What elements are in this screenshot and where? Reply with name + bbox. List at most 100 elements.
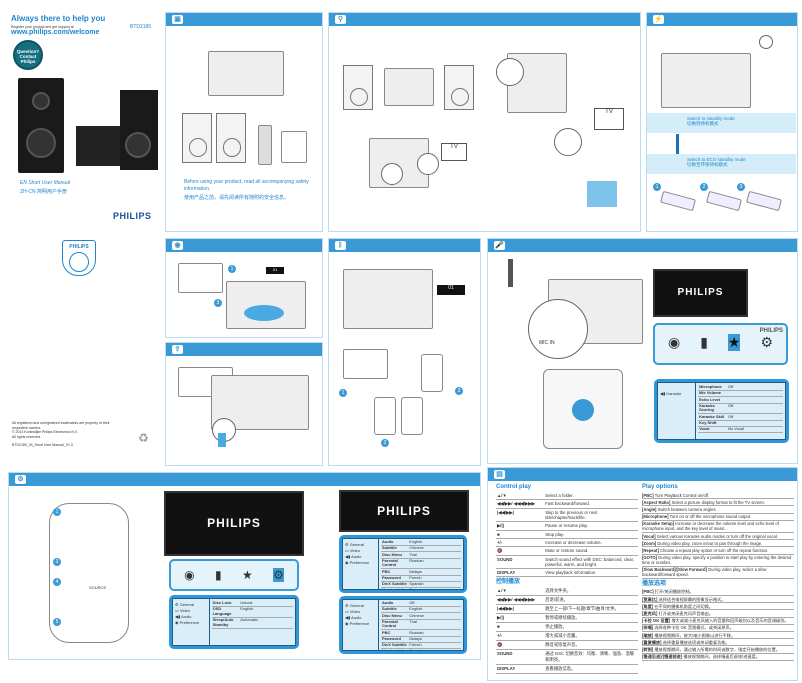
row-label: Password <box>381 636 409 643</box>
option-row: [Slow Backward]/[Slow Forward] During vi… <box>642 567 794 579</box>
option-label: [卡拉 OK 设置] <box>642 618 671 624</box>
setup-tab-preference[interactable]: ◉ Preference <box>345 620 376 627</box>
setup-tab-audio[interactable]: ◀▮ Audio <box>345 553 376 560</box>
row-label: Password <box>381 575 409 582</box>
tab-icon: ◀▮ <box>345 614 351 620</box>
option-row: [伴唱] 选择各种卡拉 OK 音频模式，或关闭原声。 <box>642 625 794 632</box>
row-value: Malays <box>408 636 461 643</box>
tab-icon: ◉ <box>175 619 179 625</box>
option-desc: 选择适合电视屏幕的图像显示格式。 <box>658 596 726 602</box>
usb-menu-icon[interactable]: ▮ <box>700 334 708 350</box>
option-row: [慢速后退]/[慢速前进] 播放视频期间，选择慢速后退/前进速度。 <box>642 654 794 661</box>
gear-menu-icon[interactable]: ⚙ <box>273 568 284 582</box>
star-menu-icon[interactable]: ★ <box>241 568 253 582</box>
setup-tab-general[interactable]: ⚙ General <box>175 602 207 608</box>
table-row: +/-Increase or decrease volume. <box>496 538 638 547</box>
step-3: 3 <box>737 183 745 191</box>
row-value: Thai <box>408 619 461 631</box>
row-label: PBC <box>381 569 409 576</box>
option-row: [PBC] Turn PlayBack Control on/off. <box>642 492 794 500</box>
option-row: [转到] 播放视频期间，通过输入所需的时间或数字，指定开始播放的位置。 <box>642 646 794 654</box>
connect-icon: ⚲ <box>335 15 346 24</box>
setup-tab-video[interactable]: ▭ Video <box>345 547 376 554</box>
setup-tab-audio[interactable]: ◀▮ Audio <box>345 614 376 621</box>
row-value <box>726 420 783 427</box>
setup-tab-video[interactable]: ▭ Video <box>345 609 376 615</box>
disc-menu-icon[interactable]: ◉ <box>184 568 195 582</box>
option-label: [慢速后退]/[慢速前进] <box>642 654 683 660</box>
option-row: [Vocal] Select various Karaoke audio mod… <box>642 533 794 541</box>
row-label: DivX Subtitle <box>381 642 409 649</box>
disc-menu-icon[interactable]: ◉ <box>667 334 681 350</box>
row-value <box>726 396 783 404</box>
option-desc: Turn PlayBack Control on/off. <box>654 492 710 498</box>
star-menu-icon[interactable]: ★ <box>727 334 741 351</box>
row-label: SOUND <box>496 649 545 665</box>
step-2: 2 <box>700 183 708 191</box>
manual-title-en: EN Short User Manual <box>20 180 71 186</box>
row-value: Off <box>726 403 783 415</box>
badge-line: Question? <box>16 49 40 54</box>
setup-tab-general[interactable]: ⚙ General <box>345 541 376 548</box>
setup-tab-preference[interactable]: ◉ Preference <box>345 560 376 566</box>
panel-connect: ⚲ TV TV <box>328 12 641 232</box>
badge-line: Philips <box>20 59 36 64</box>
legal-line: All registered and unregistered trademar… <box>12 421 110 430</box>
row-label: Sleep/Auto Standby <box>211 617 240 629</box>
option-desc: Turn on or off the microphone sound outp… <box>669 514 752 520</box>
tab-label: Preference <box>349 620 370 626</box>
option-desc: Select a picture display format to fit t… <box>671 499 766 505</box>
step-3: 3 <box>53 558 61 566</box>
row-value: Malays <box>408 569 461 576</box>
control-play-table-en: ▲/▼Select a folder.◀◀/▶▶/ ◀◀◀/▶▶▶Fast ba… <box>496 492 638 577</box>
row-value: Switch sound effect with DSC: balanced, … <box>544 555 638 569</box>
table-row: ◀◀/▶▶/ ◀◀◀/▶▶▶后退/前进。 <box>496 595 638 605</box>
display-disc: 01 <box>266 267 284 274</box>
tab-label: Audio <box>351 553 362 559</box>
row-value: Spanish <box>408 581 461 588</box>
gear-menu-icon[interactable]: ⚙ <box>760 334 773 350</box>
tv-label: TV <box>441 143 467 161</box>
row-label: |◀◀/▶▶| <box>496 604 545 614</box>
row-label: DISPLAY <box>496 664 545 674</box>
setup-tab-video[interactable]: ▭ Video <box>175 608 207 614</box>
option-label: [GOTO] <box>642 555 658 561</box>
tv-label-2: TV <box>594 108 624 130</box>
table-row: |◀◀/▶▶|跳至上一部/下一标题/章节/曲目/文件。 <box>496 604 638 614</box>
setup-tab-audio[interactable]: ◀▮ Audio <box>175 614 207 620</box>
row-value: Off <box>726 385 783 392</box>
tab-icon: ⚙ <box>345 602 349 608</box>
option-desc: 打开或关闭麦克风声音输出。 <box>658 611 713 617</box>
karaoke-tab[interactable]: Karaoke <box>666 391 682 396</box>
option-row: [Aspect Ratio] Select a picture display … <box>642 499 794 507</box>
tab-icon: ⚙ <box>345 541 349 547</box>
row-value: Russian <box>408 630 461 637</box>
setup-tab-preference[interactable]: ◉ Preference <box>175 619 207 626</box>
speaker-icon: ◀▮ <box>660 391 666 396</box>
usb-menu-icon[interactable]: ▮ <box>215 568 222 582</box>
option-label: [缩放] <box>642 632 654 638</box>
row-value: 跳至上一部/下一标题/章节/曲目/文件。 <box>544 604 638 614</box>
row-label: 🔇 <box>496 546 545 556</box>
table-row: 🔇Mute or restore sound. <box>496 546 638 556</box>
cover-url[interactable]: www.philips.com/welcome <box>11 29 100 36</box>
option-desc: During video play, select a slow backwar… <box>642 567 767 578</box>
setup-home-menu: ◉ ▮ ★ ⚙ <box>169 559 299 591</box>
display-bt: 01 <box>437 285 465 295</box>
play-options-list-zh: [PBC] 打开/关闭播放控制。[宽高比] 选择适合电视屏幕的图像显示格式。[角… <box>642 589 794 661</box>
setup-tab-general[interactable]: ⚙ General <box>345 602 376 609</box>
option-desc: Increase or decrease the volume level an… <box>642 521 779 532</box>
tab-icon: ▭ <box>345 547 349 553</box>
row-value: French <box>408 642 461 649</box>
option-row: [Karaoke Setup] Increase or decrease the… <box>642 521 794 533</box>
tab-icon: ◀▮ <box>345 553 351 559</box>
option-desc: Select various Karaoke audio modes or tu… <box>656 533 778 539</box>
row-value: Portuguese <box>408 587 461 589</box>
